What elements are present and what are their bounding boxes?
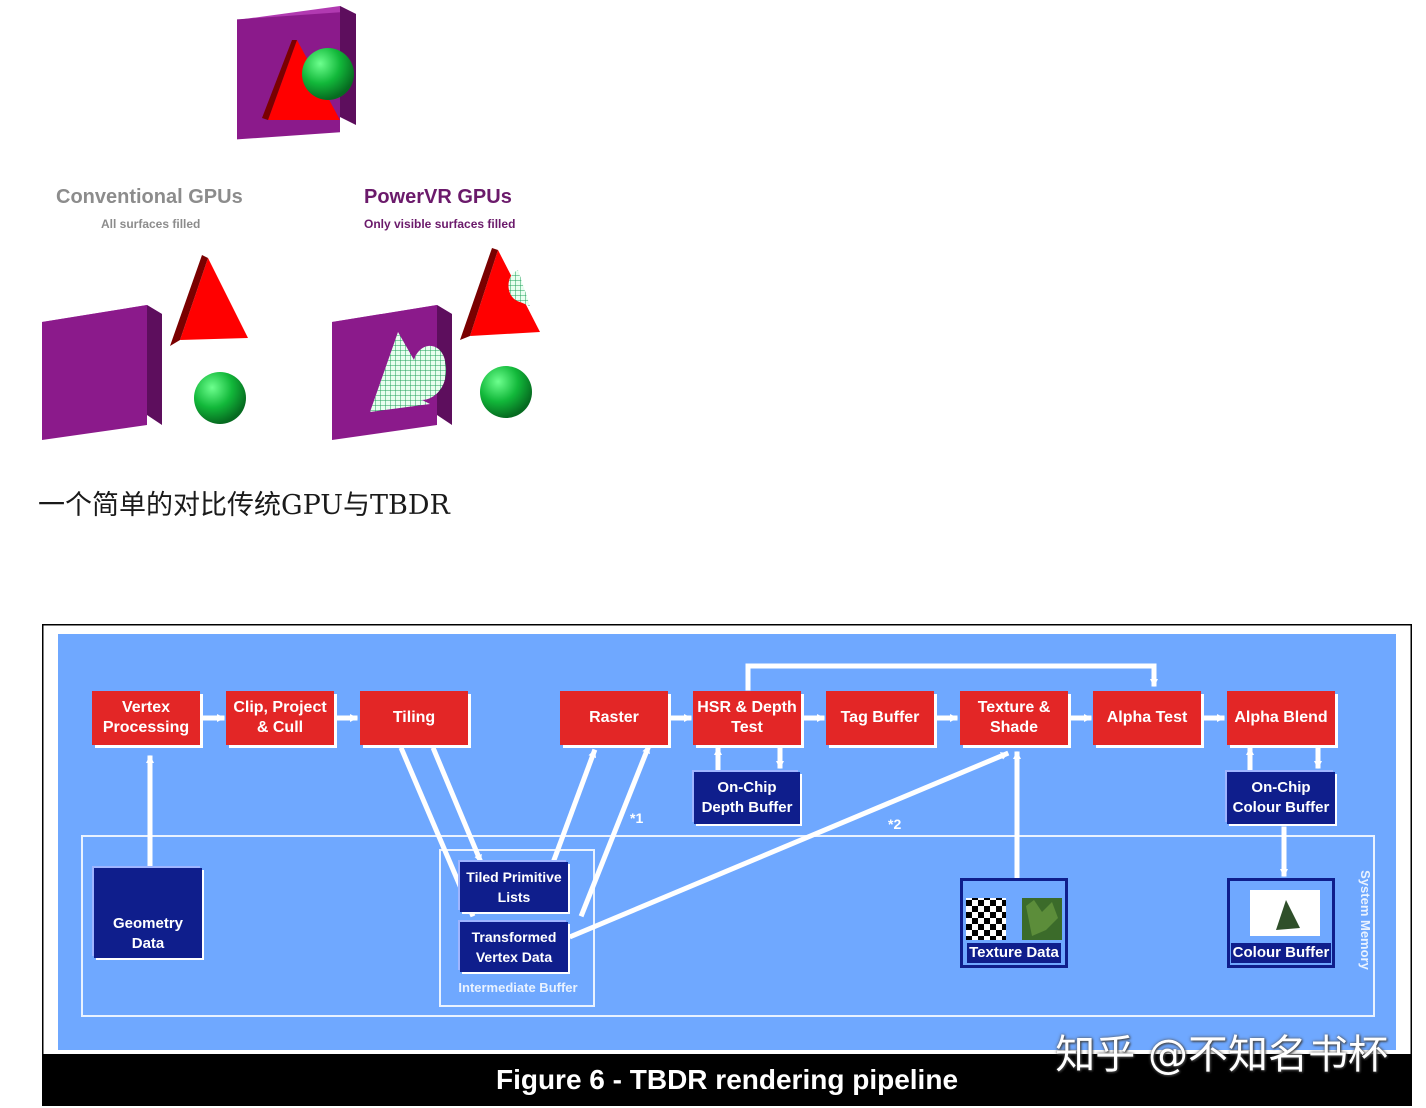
gpu-comparison-illustration xyxy=(42,6,540,440)
conventional-gpus-subtitle: All surfaces filled xyxy=(101,217,201,231)
stage-clip-project-cull: Clip, Project& Cull xyxy=(226,691,334,745)
powervr-triangle-icon xyxy=(460,248,540,340)
stage-texture-shade: Texture &Shade xyxy=(960,691,1068,745)
system-memory-label: System Memory xyxy=(1358,870,1373,970)
combined-scene-icon xyxy=(237,6,356,140)
note-1: *1 xyxy=(630,810,644,826)
system-memory-region xyxy=(81,835,1375,1017)
figure-caption: 一个简单的对比传统GPU与TBDR xyxy=(38,490,450,521)
gpu-comparison-figure: Conventional GPUs All surfaces filled Po… xyxy=(0,0,600,460)
conventional-cube-icon xyxy=(42,305,162,440)
stage-alpha-test: Alpha Test xyxy=(1093,691,1201,745)
powervr-sphere-icon xyxy=(480,366,532,418)
colour-buffer-box: Colour Buffer xyxy=(1227,878,1335,968)
conventional-gpus-title: Conventional GPUs xyxy=(56,186,243,208)
figure-title: Figure 6 - TBDR rendering pipeline xyxy=(42,1054,1412,1106)
intermediate-buffer-label: Intermediate Buffer xyxy=(458,980,578,995)
zhihu-watermark: 知乎 @不知名书杯 xyxy=(1055,1032,1388,1078)
stage-alpha-blend: Alpha Blend xyxy=(1227,691,1335,745)
conventional-sphere-icon xyxy=(194,372,246,424)
note-2: *2 xyxy=(888,816,902,832)
powervr-cube-icon xyxy=(332,305,452,440)
checker-texture-icon xyxy=(966,898,1006,940)
texture-data-box: Texture Data xyxy=(960,878,1068,968)
powervr-gpus-subtitle: Only visible surfaces filled xyxy=(364,217,516,231)
powervr-gpus-title: PowerVR GPUs xyxy=(364,186,512,208)
stage-raster: Raster xyxy=(560,691,668,745)
stage-tag-buffer: Tag Buffer xyxy=(826,691,934,745)
stage-tiling: Tiling xyxy=(360,691,468,745)
conventional-triangle-icon xyxy=(170,255,248,346)
